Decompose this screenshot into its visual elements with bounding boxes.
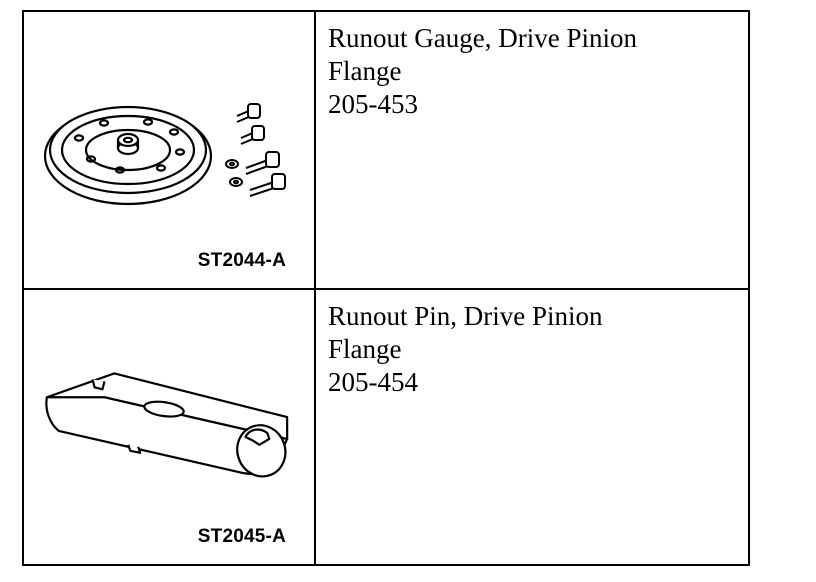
figure-code: ST2045-A — [197, 526, 286, 547]
tool-name-line: Runout Pin, Drive Pinion — [328, 301, 603, 331]
tool-name-line: Flange — [328, 334, 402, 364]
tool-name-line: Flange — [328, 56, 402, 86]
runout-pin-illustration — [45, 372, 289, 478]
runout-gauge-illustration — [43, 103, 286, 206]
tool-description-cell: Runout Gauge, Drive Pinion Flange 205-45… — [316, 12, 748, 290]
tool-description-cell: Runout Pin, Drive Pinion Flange 205-454 — [316, 290, 748, 564]
tool-illustration-cell: ST2044-A — [24, 12, 316, 290]
figure-code: ST2044-A — [197, 250, 286, 271]
tool-name-line: Runout Gauge, Drive Pinion — [328, 23, 637, 53]
special-tools-table: ST2044-A Runout Gauge, Drive Pinion Flan… — [22, 10, 750, 566]
tool-illustration-cell: ST2045-A — [24, 290, 316, 564]
tool-part-number: 205-453 — [328, 89, 418, 119]
tool-part-number: 205-454 — [328, 367, 418, 397]
